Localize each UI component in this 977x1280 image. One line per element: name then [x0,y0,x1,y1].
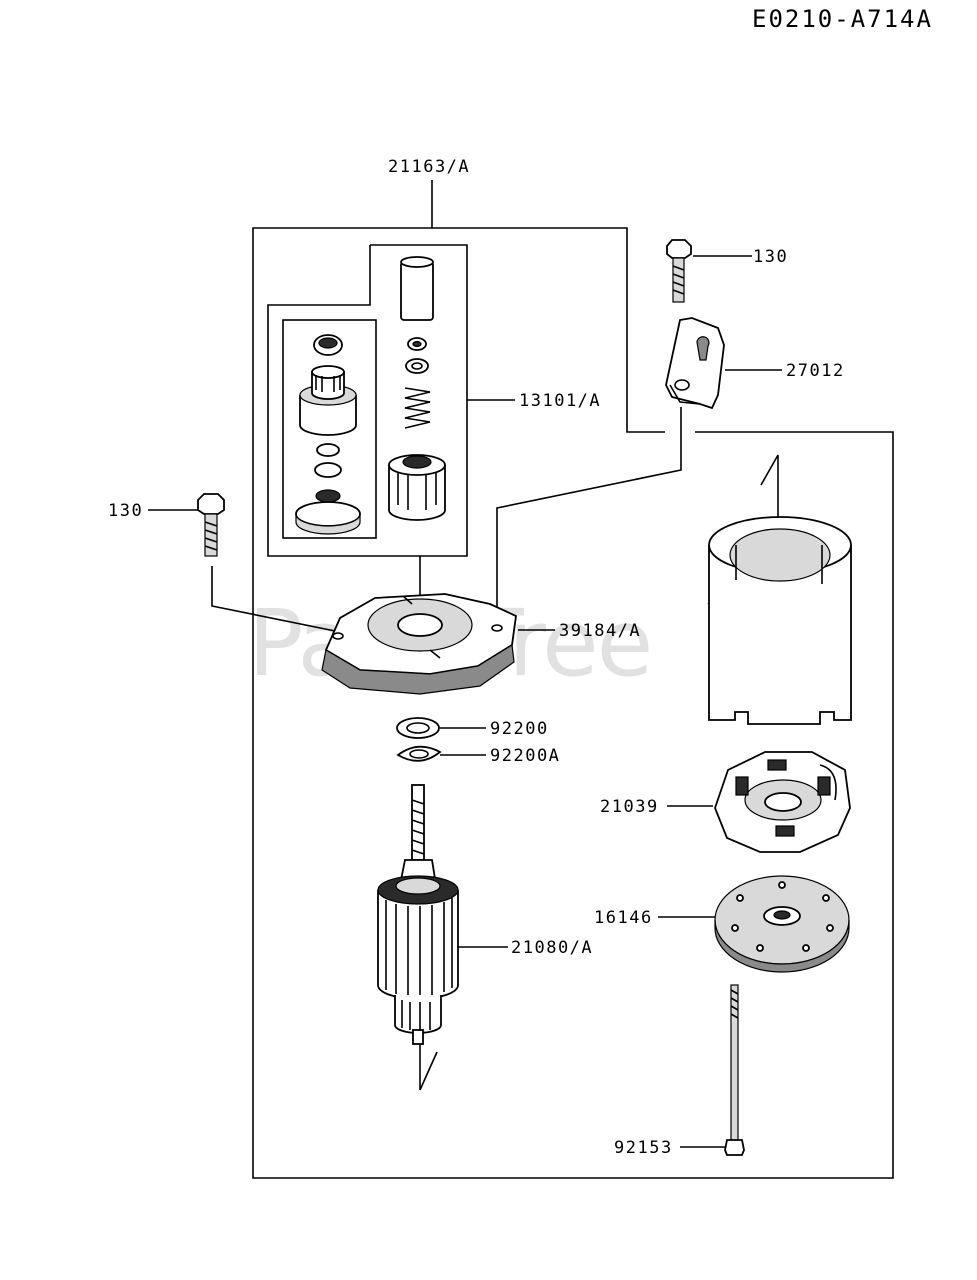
clutch-inner-box [282,319,377,539]
end-plate[interactable] [714,875,850,973]
callout-bracket: 27012 [786,361,845,381]
brush-holder[interactable] [714,751,851,853]
bracket[interactable] [665,317,725,410]
clutch-assembly-outline [267,244,468,557]
callout-clutch-assy: 13101/A [519,391,601,411]
washer-a[interactable] [396,745,442,762]
callout-starter-assy: 21163/A [388,157,470,177]
bolt-left[interactable] [197,493,225,557]
washer[interactable] [396,717,440,739]
callout-through-bolt: 92153 [614,1138,673,1158]
callout-washer-a: 92200A [490,746,560,766]
callout-cover: 39184/A [559,621,641,641]
front-cover[interactable] [321,593,517,695]
yoke-housing [708,516,852,725]
bolt-top[interactable] [666,239,692,303]
callout-armature: 21080/A [511,938,593,958]
clutch-outer-parts [388,256,446,521]
clutch-pinion-parts [295,334,361,535]
diagram-code: E0210-A714A [752,5,933,33]
through-bolt[interactable] [724,984,745,1156]
callout-brush-holder: 21039 [600,797,659,817]
callout-washer: 92200 [490,719,549,739]
callout-plate: 16146 [594,908,653,928]
callout-labels: 21163/A 130 27012 13101/A 130 39184/A 92… [108,157,845,1158]
callout-bolt-left: 130 [108,501,143,521]
callout-bolt-top: 130 [753,247,788,267]
armature[interactable] [377,784,459,1045]
leader-lines [148,255,782,1148]
starter-assembly-outline-right [432,227,665,433]
